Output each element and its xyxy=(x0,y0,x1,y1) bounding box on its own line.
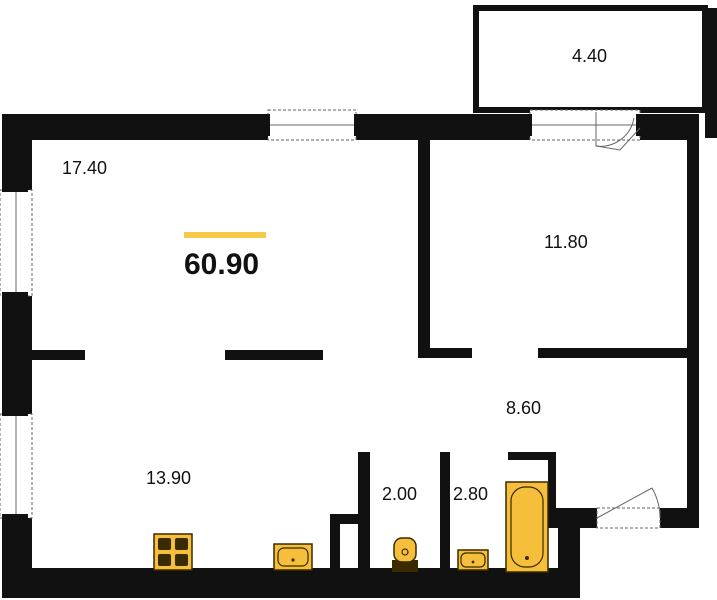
door-icon xyxy=(596,487,661,529)
outer-wall-top-mid xyxy=(356,114,530,140)
toilet-stub xyxy=(330,514,358,524)
room-area-toilet: 2.00 xyxy=(382,484,417,504)
room-area-living: 17.40 xyxy=(62,158,107,178)
fixtures xyxy=(153,481,549,573)
sink-icon xyxy=(457,549,489,571)
outer-wall-top-left xyxy=(2,114,268,140)
stove-icon xyxy=(153,533,193,571)
bath-wall-right xyxy=(548,452,556,508)
windows xyxy=(0,109,642,520)
toilet-icon xyxy=(392,537,418,572)
room-area-kitchen: 13.90 xyxy=(146,468,191,488)
total-area-accent-bar xyxy=(184,232,266,238)
window-icon xyxy=(264,109,360,141)
partition-left xyxy=(32,350,85,360)
room-area-bathroom: 2.80 xyxy=(453,484,488,504)
bedroom-wall-bottom-a xyxy=(418,348,472,358)
outer-wall-step xyxy=(660,508,699,528)
walls xyxy=(2,114,699,598)
door-icon xyxy=(595,112,641,151)
outer-wall-right xyxy=(687,114,699,528)
outer-wall-bottom xyxy=(2,568,580,598)
outer-wall-corner xyxy=(558,508,580,598)
doors xyxy=(595,112,661,529)
room-area-hall: 8.60 xyxy=(506,398,541,418)
bath-wall-left xyxy=(440,452,450,568)
window-icon xyxy=(0,410,33,520)
bath-wall-top xyxy=(508,452,556,460)
balcony-wall-right xyxy=(705,8,717,138)
total-area: 60.90 xyxy=(184,248,259,281)
room-area-balcony: 4.40 xyxy=(572,46,607,66)
partition-mid xyxy=(225,350,323,360)
toilet-wall-left xyxy=(358,452,370,568)
toilet-stub-down xyxy=(330,514,340,568)
window-icon xyxy=(0,186,33,298)
bathtub-icon xyxy=(505,481,549,573)
sink-icon xyxy=(273,543,313,571)
bedroom-wall-left xyxy=(418,140,430,352)
bedroom-wall-bottom-b xyxy=(538,348,699,358)
room-area-bedroom: 11.80 xyxy=(544,232,588,252)
window-icon xyxy=(526,109,642,141)
